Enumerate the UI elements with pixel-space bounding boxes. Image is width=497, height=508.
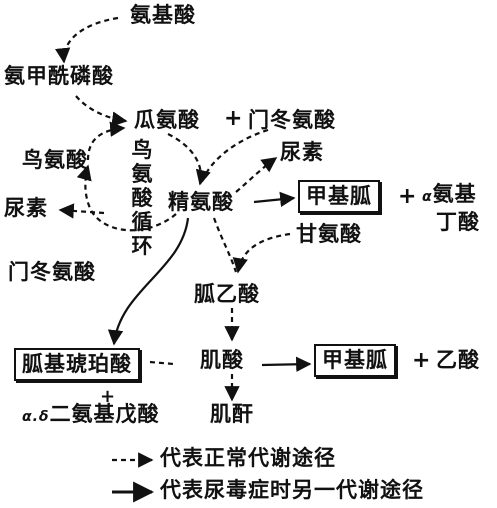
node-citrulline: 瓜氨酸 [134,108,200,132]
arrow-creatine-to-methylguanidine [261,356,312,372]
arrow-citrulline-to-arginine [167,133,211,186]
arrow-carbamoyl-to-citrulline [75,95,128,127]
legend-uremia-label: 代表尿毒症时另一代谢途径 [160,478,424,502]
node-amino-acid: 氨基酸 [130,3,196,27]
arrow-urea-right [235,157,278,193]
plus-methylguanidine-acetic: + [412,348,431,373]
node-aminobutyric-suffix: 丁酸 [436,210,480,234]
arrow-aspartate-merge [200,128,269,183]
plus-citrulline-aspartate: + [224,106,243,131]
node-alpha-aminobutyric-acid: α氨基 [422,184,477,205]
node-aspartate-left: 门冬氨酸 [8,260,96,284]
node-creatinine: 肌酐 [210,402,254,426]
plus-guanidinosuccinic-diaminovaleric: + [100,386,116,407]
plus-methylguanidine-aminobutyric: + [398,184,417,209]
node-glycine: 甘氨酸 [296,222,362,246]
arrow-aspartate-to-guanidinosuccinic [149,360,175,366]
arrow-arginine-to-guanidinosuccinic [107,217,190,346]
node-arginine: 精氨酸 [168,190,234,214]
aminobutyric-part-a: 氨基 [432,182,477,206]
arrow-arginine-to-methylguanidine [253,191,296,208]
arrow-urea-left [58,203,105,219]
alpha-prefix: α [422,189,433,205]
node-aspartate-top: 门冬氨酸 [248,108,336,132]
node-urea-left: 尿素 [4,196,48,220]
arrow-glycine-to-guanidinoacetic [232,232,291,274]
arrow-ornithine-to-citrulline [86,121,126,161]
node-guanidinoacetic-acid: 胍乙酸 [194,282,260,306]
diaminovaleric-text: 二氨基戊酸 [49,402,160,426]
node-urea-right: 尿素 [280,140,324,164]
node-carbamoyl-phosphate: 氨甲酰磷酸 [4,64,114,88]
node-acetic-acid: 乙酸 [436,348,480,372]
arrow-arginine-to-guanidinoacetic [212,217,238,273]
ad-prefix: α.δ [22,409,50,425]
legend-normal-label: 代表正常代谢途径 [160,446,336,470]
node-methylguanidine-top: 甲基胍 [298,180,380,213]
node-methylguanidine-bottom: 甲基胍 [314,344,396,377]
node-guanidinosuccinic-acid: 胍基琥珀酸 [14,348,140,381]
node-ornithine-cycle: 鸟氨酸循环 [131,138,153,258]
node-creatine: 肌酸 [200,348,244,372]
node-diaminovaleric-acid: α.δ二氨基戊酸 [22,404,160,425]
node-ornithine: 鸟氨酸 [22,148,88,172]
arrow-aminoacid-to-carbamoyl [54,16,119,64]
